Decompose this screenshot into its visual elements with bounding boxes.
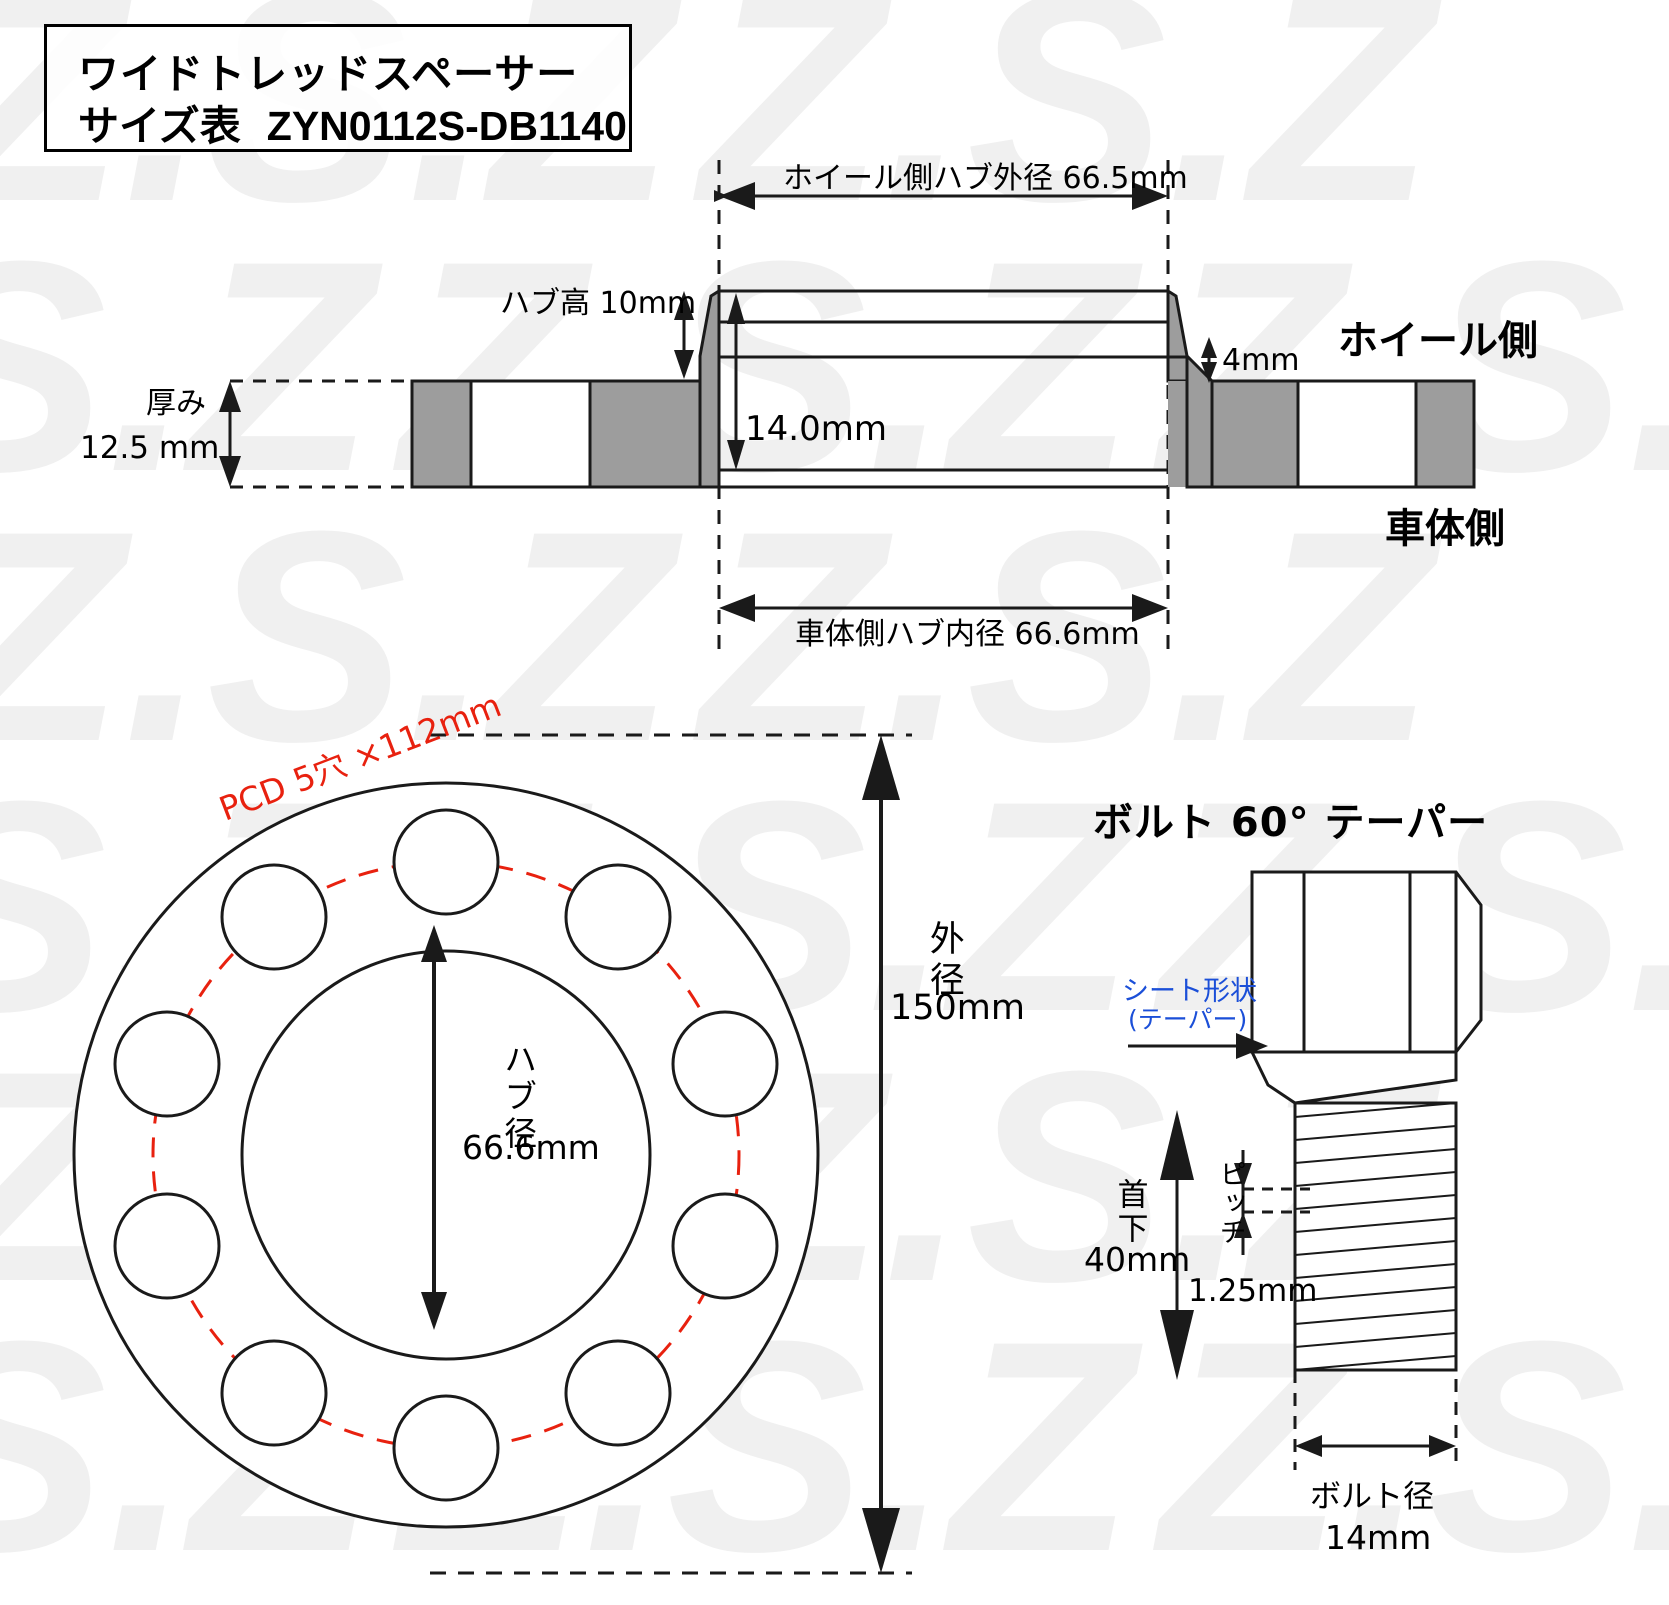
label-hub-height: ハブ高 10mm bbox=[500, 286, 697, 321]
label-pitch-title: ピッチ bbox=[1214, 1160, 1246, 1253]
label-body-side: 車体側 bbox=[1385, 506, 1505, 552]
label-wheel-hub-outer-diameter: ホイール側ハブ外径 66.5mm bbox=[783, 161, 1188, 196]
label-bore-depth: 14.0mm bbox=[745, 409, 887, 449]
label-step-height: 4mm bbox=[1222, 343, 1300, 378]
shank-chars: 首下 bbox=[1111, 1178, 1148, 1246]
label-seat-shape-line2: (テーパー) bbox=[1128, 1005, 1248, 1034]
label-hub-diameter-value: 66.6mm bbox=[462, 1128, 600, 1167]
title-line-1: ワイドトレッドスペーサー bbox=[78, 50, 579, 98]
bolt-drawing bbox=[1128, 870, 1483, 1470]
pitch-chars: ピッチ bbox=[1214, 1160, 1246, 1247]
label-bolt-diameter-value: 14mm bbox=[1325, 1518, 1432, 1557]
label-seat-shape-line1: シート形状 bbox=[1122, 976, 1257, 1007]
label-thickness-value: 12.5 mm bbox=[80, 430, 220, 466]
product-code: ZYN0112S-DB1140 bbox=[266, 103, 627, 149]
title-line-2: サイズ表 ZYN0112S-DB1140 bbox=[78, 92, 627, 152]
title-sizetable-label: サイズ表 bbox=[78, 102, 241, 150]
label-outer-diameter-value: 150mm bbox=[890, 988, 1025, 1028]
label-body-hub-inner-diameter: 車体側ハブ内径 66.6mm bbox=[795, 617, 1140, 652]
cross-section-drawing bbox=[219, 160, 1476, 650]
label-wheel-side: ホイール側 bbox=[1338, 318, 1538, 364]
label-shank-length-value: 40mm bbox=[1084, 1240, 1191, 1279]
label-pitch-value: 1.25mm bbox=[1188, 1273, 1318, 1309]
label-bolt-diameter-title: ボルト径 bbox=[1310, 1479, 1434, 1515]
label-thickness-title: 厚み bbox=[146, 386, 206, 421]
label-bolt-title: ボルト 60° テーパー bbox=[1093, 800, 1489, 846]
